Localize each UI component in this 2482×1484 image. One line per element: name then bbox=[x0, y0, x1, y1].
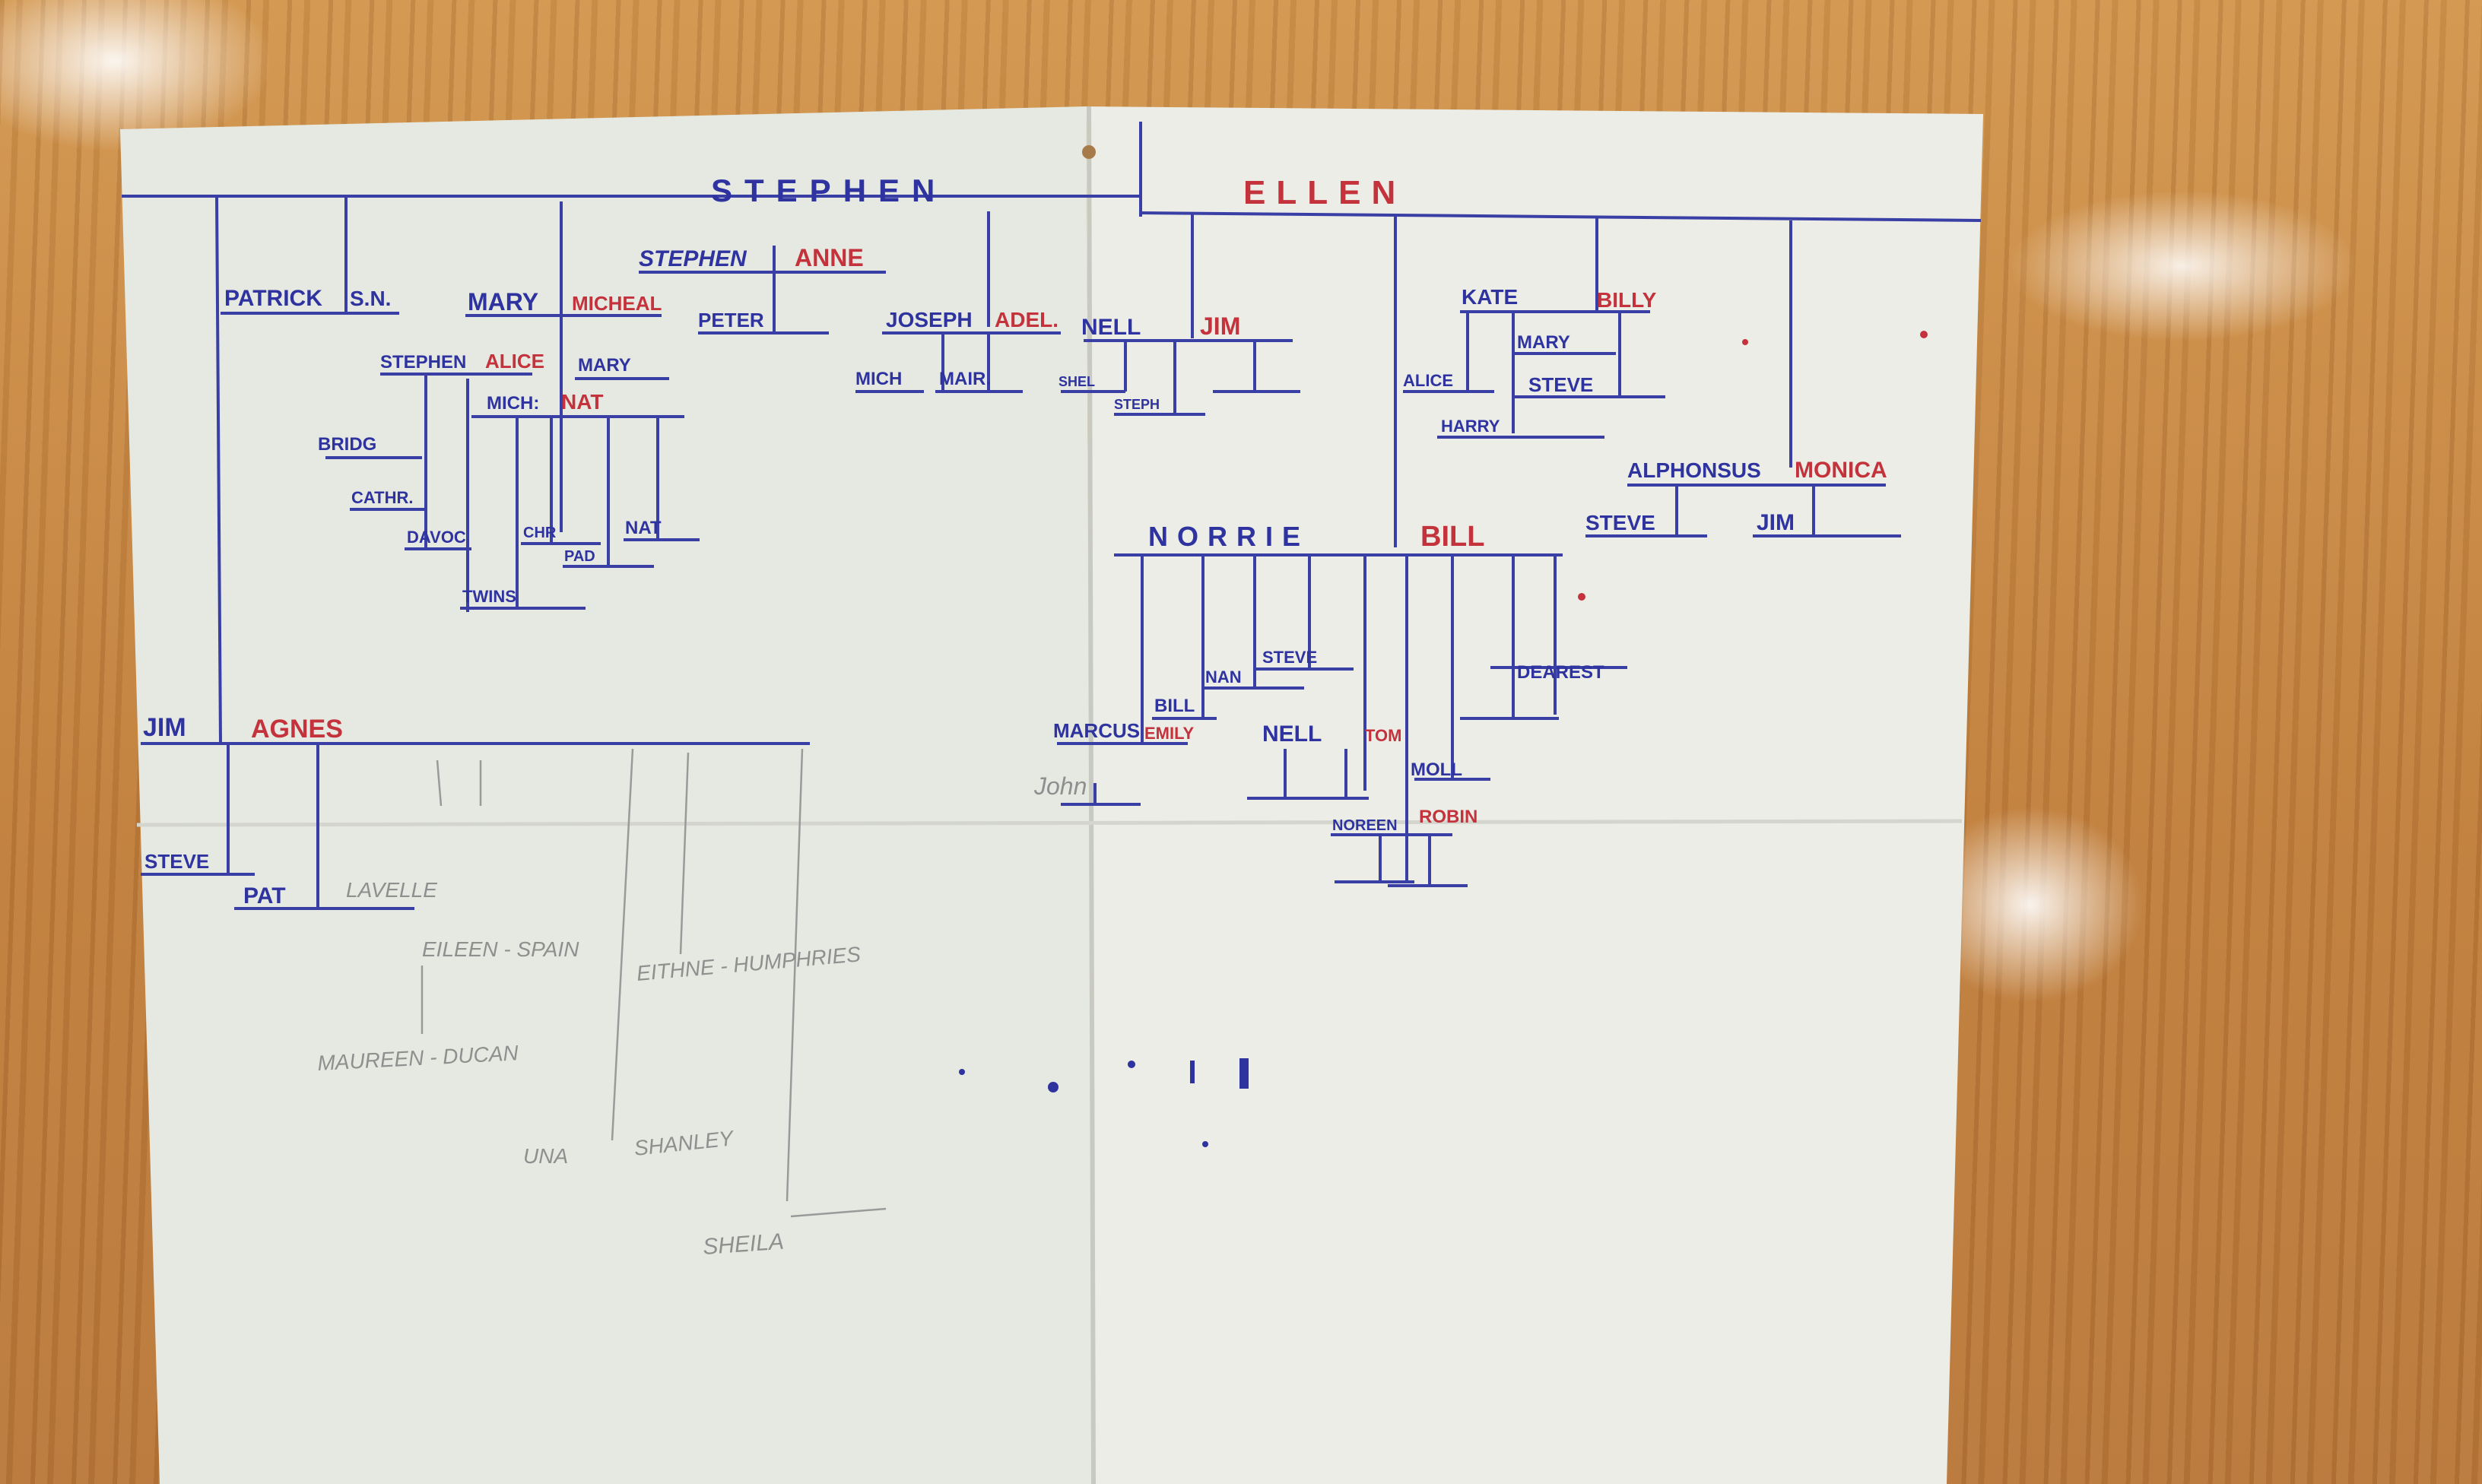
john-pencil: John bbox=[1033, 772, 1087, 800]
nell-child-steph: STEPH bbox=[1114, 397, 1160, 412]
kate-child-harry: HARRY bbox=[1441, 417, 1500, 436]
kate-name: KATE bbox=[1462, 285, 1518, 309]
emily-name: EMILY bbox=[1144, 724, 1195, 743]
child-nat: NAT bbox=[625, 518, 662, 538]
red-specks bbox=[1578, 331, 1928, 601]
nat-spouse-name: NAT bbox=[561, 390, 603, 414]
anne-name: ANNE bbox=[795, 244, 864, 271]
pencil-lines bbox=[421, 748, 887, 1218]
alphonsus-child-steve: STEVE bbox=[1585, 511, 1655, 534]
pencil-una: UNA bbox=[523, 1144, 568, 1168]
pencil-eileen: EILEEN - SPAIN bbox=[422, 937, 579, 961]
paper-fold-horizontal bbox=[136, 819, 1963, 827]
kate-child-steve: STEVE bbox=[1528, 373, 1593, 396]
nell-child-name: NELL bbox=[1262, 721, 1322, 747]
paper-fold bbox=[1087, 106, 1096, 1484]
mary-sibling-name: MARY bbox=[578, 355, 631, 376]
norrie-child-bill: BILL bbox=[1154, 696, 1195, 716]
jim-child-pat: PAT bbox=[243, 883, 286, 908]
alice-name: ALICE bbox=[485, 350, 544, 373]
joseph-child-mair: MAIR. bbox=[939, 369, 991, 389]
top-left-name: STEPHEN bbox=[711, 173, 947, 208]
child-chr: CHR bbox=[523, 525, 557, 541]
jim-child-steve: STEVE bbox=[144, 850, 209, 873]
ink-marks bbox=[959, 1058, 1249, 1147]
paper-right-sheet bbox=[1086, 106, 1983, 1484]
nell-name: NELL bbox=[1081, 315, 1141, 340]
robin-name: ROBIN bbox=[1419, 807, 1477, 827]
child-davoc: DAVOC bbox=[407, 528, 466, 547]
alphonsus-child-jim: JIM bbox=[1757, 510, 1795, 535]
agnes-name: AGNES bbox=[251, 715, 343, 744]
kate-child-alice: ALICE bbox=[1403, 371, 1453, 390]
patrick-name: PATRICK bbox=[224, 286, 322, 311]
child-bridg: BRIDG bbox=[318, 434, 376, 455]
micheal-name: MICHEAL bbox=[572, 292, 662, 315]
norrie-name: NORRIE bbox=[1148, 521, 1309, 552]
jim-name: JIM bbox=[143, 713, 186, 742]
billy-name: BILLY bbox=[1597, 288, 1657, 312]
joseph-name: JOSEPH bbox=[886, 308, 973, 331]
monica-name: MONICA bbox=[1795, 458, 1887, 483]
norrie-child-moll: MOLL bbox=[1411, 759, 1462, 780]
stephen-anne-name: STEPHEN bbox=[639, 246, 747, 271]
child-twins: TWINS bbox=[462, 587, 516, 606]
norrie-child-steve: STEVE bbox=[1262, 648, 1317, 667]
jim-spouse-name: JIM bbox=[1200, 312, 1240, 340]
alphonsus-name: ALPHONSUS bbox=[1627, 458, 1761, 482]
bill-spouse-name: BILL bbox=[1420, 521, 1484, 553]
noreen-name: NOREEN bbox=[1332, 817, 1398, 834]
mary-name: MARY bbox=[468, 288, 538, 316]
joseph-child-mich: MICH bbox=[855, 369, 902, 389]
nell-child-shel: SHEL bbox=[1058, 374, 1095, 389]
lavelle-name: LAVELLE bbox=[346, 878, 437, 902]
peter-name: PETER bbox=[698, 309, 764, 331]
child-pad: PAD bbox=[564, 548, 595, 565]
adel-name: ADEL. bbox=[995, 308, 1058, 331]
norrie-child-dearest: DEAREST bbox=[1517, 662, 1604, 683]
tom-name: TOM bbox=[1365, 726, 1401, 745]
mich-name: MICH: bbox=[487, 393, 539, 414]
light-glare bbox=[2008, 190, 2357, 342]
ink-spot bbox=[1082, 145, 1096, 159]
pencil-sheila: SHEILA bbox=[702, 1229, 785, 1260]
top-right-name: ELLEN bbox=[1243, 174, 1406, 211]
child-cathr: CATHR. bbox=[351, 488, 413, 507]
norrie-child-nan: NAN bbox=[1205, 667, 1242, 687]
tree-lines bbox=[122, 122, 1982, 910]
patrick-spouse: S.N. bbox=[350, 287, 391, 310]
marcus-name: MARCUS bbox=[1053, 719, 1140, 742]
paper-left-sheet bbox=[120, 106, 1093, 1484]
kate-child-mary: MARY bbox=[1517, 332, 1570, 353]
stephen-alice-name: STEPHEN bbox=[380, 352, 466, 373]
